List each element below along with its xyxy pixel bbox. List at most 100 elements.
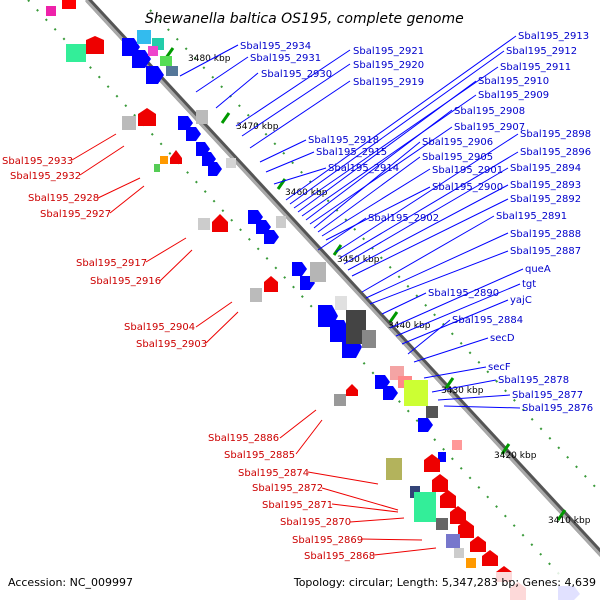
feature-block[interactable] [198,218,210,230]
feature-block[interactable] [160,156,168,164]
reverse-gene-arrow[interactable] [432,474,448,492]
gene-label-reverse[interactable]: Sbal195_2874 [238,468,309,479]
forward-gene-arrow[interactable] [438,452,446,462]
forward-gene-arrow[interactable] [418,418,433,432]
feature-block[interactable] [137,30,151,44]
gene-label-forward[interactable]: Sbal195_2919 [353,77,424,88]
forward-gene-arrow[interactable] [132,50,151,68]
gene-label-forward[interactable]: Sbal195_2906 [422,137,493,148]
gene-label-forward[interactable]: Sbal195_2894 [510,163,581,174]
gene-label-reverse[interactable]: Sbal195_2885 [224,450,295,461]
gene-label-reverse[interactable]: Sbal195_2870 [280,517,351,528]
gene-label-forward[interactable]: yajC [510,295,532,306]
gene-label-forward[interactable]: Sbal195_2893 [510,180,581,191]
gene-label-forward[interactable]: Sbal195_2918 [308,135,379,146]
gene-label-forward[interactable]: Sbal195_2900 [432,182,503,193]
feature-block[interactable] [346,310,366,344]
feature-block[interactable] [154,164,160,172]
gene-label-reverse[interactable]: Sbal195_2872 [252,483,323,494]
reverse-gene-arrow[interactable] [138,108,156,126]
forward-gene-arrow[interactable] [292,262,307,276]
gene-label-forward[interactable]: Sbal195_2901 [432,165,503,176]
feature-block[interactable] [276,216,286,228]
gene-label-forward[interactable]: Sbal195_2905 [422,152,493,163]
gene-label-forward[interactable]: Sbal195_2902 [368,213,439,224]
feature-block[interactable] [196,110,208,124]
gene-label-reverse[interactable]: Sbal195_2903 [136,339,207,350]
reverse-gene-arrow[interactable] [170,150,182,164]
feature-block[interactable] [466,558,476,568]
gene-label-reverse[interactable]: Sbal195_2871 [262,500,333,511]
gene-label-reverse[interactable]: Sbal195_2904 [124,322,195,333]
feature-block[interactable] [46,6,56,16]
gene-label-forward[interactable]: Sbal195_2931 [250,53,321,64]
feature-block[interactable] [414,492,436,522]
gene-label-forward[interactable]: Sbal195_2909 [478,90,549,101]
gene-label-reverse[interactable]: Sbal195_2928 [28,193,99,204]
gene-label-forward[interactable]: queA [525,264,551,275]
reverse-gene-arrow[interactable] [212,214,228,232]
gene-label-forward[interactable]: Sbal195_2884 [452,315,523,326]
gene-label-forward[interactable]: Sbal195_2910 [478,76,549,87]
feature-block[interactable] [446,534,460,548]
feature-block[interactable] [160,56,172,66]
feature-block[interactable] [250,288,262,302]
gene-label-forward[interactable]: Sbal195_2907 [454,122,525,133]
feature-block[interactable] [334,394,346,406]
reverse-gene-arrow[interactable] [440,490,456,508]
feature-block[interactable] [226,158,236,168]
gene-label-reverse[interactable]: Sbal195_2868 [304,551,375,562]
gene-label-forward[interactable]: Sbal195_2921 [353,46,424,57]
reverse-gene-arrow[interactable] [458,520,474,538]
feature-block[interactable] [335,296,347,310]
feature-block[interactable] [386,458,402,480]
feature-block[interactable] [404,380,428,406]
gene-label-forward[interactable]: Sbal195_2920 [353,60,424,71]
gene-label-forward[interactable]: Sbal195_2892 [510,194,581,205]
feature-block[interactable] [122,116,136,130]
reverse-gene-arrow[interactable] [62,0,76,9]
gene-label-reverse[interactable]: Sbal195_2927 [40,209,111,220]
reverse-gene-arrow[interactable] [346,384,358,396]
feature-block[interactable] [148,46,158,56]
gene-label-forward[interactable]: Sbal195_2898 [520,129,591,140]
gene-label-forward[interactable]: Sbal195_2890 [428,288,499,299]
gene-label-forward[interactable]: secF [488,362,511,373]
gene-label-forward[interactable]: Sbal195_2912 [506,46,577,57]
gene-label-forward[interactable]: Sbal195_2934 [240,41,311,52]
gene-label-reverse[interactable]: Sbal195_2932 [10,171,81,182]
feature-block[interactable] [362,330,376,348]
gene-label-forward[interactable]: Sbal195_2908 [454,106,525,117]
forward-gene-arrow[interactable] [146,66,164,84]
reverse-gene-arrow[interactable] [482,550,498,566]
gene-label-reverse[interactable]: Sbal195_2869 [292,535,363,546]
reverse-gene-arrow[interactable] [264,276,278,292]
forward-gene-arrow[interactable] [178,116,193,130]
gene-label-reverse[interactable]: Sbal195_2916 [90,276,161,287]
gene-label-reverse[interactable]: Sbal195_2886 [208,433,279,444]
forward-gene-arrow[interactable] [208,162,222,176]
gene-label-forward[interactable]: Sbal195_2914 [328,163,399,174]
feature-block[interactable] [436,518,448,530]
gene-label-reverse[interactable]: Sbal195_2917 [76,258,147,269]
gene-label-forward[interactable]: Sbal195_2877 [512,390,583,401]
reverse-gene-arrow[interactable] [86,36,104,54]
gene-label-forward[interactable]: Sbal195_2915 [316,147,387,158]
gene-label-forward[interactable]: Sbal195_2887 [510,246,581,257]
gene-label-forward[interactable]: tgt [522,279,536,290]
feature-block[interactable] [66,44,86,62]
reverse-gene-arrow[interactable] [424,454,440,472]
gene-label-forward[interactable]: Sbal195_2891 [496,211,567,222]
gene-label-reverse[interactable]: Sbal195_2933 [2,156,73,167]
forward-gene-arrow[interactable] [375,375,390,389]
feature-block[interactable] [454,548,464,558]
feature-block[interactable] [310,262,326,282]
forward-gene-arrow[interactable] [264,230,279,244]
feature-block[interactable] [166,66,178,76]
gene-label-forward[interactable]: Sbal195_2888 [510,229,581,240]
gene-label-forward[interactable]: Sbal195_2930 [261,69,332,80]
gene-label-forward[interactable]: Sbal195_2911 [500,62,571,73]
forward-gene-arrow[interactable] [186,127,201,141]
gene-label-forward[interactable]: Sbal195_2878 [498,375,569,386]
reverse-gene-arrow[interactable] [470,536,486,552]
